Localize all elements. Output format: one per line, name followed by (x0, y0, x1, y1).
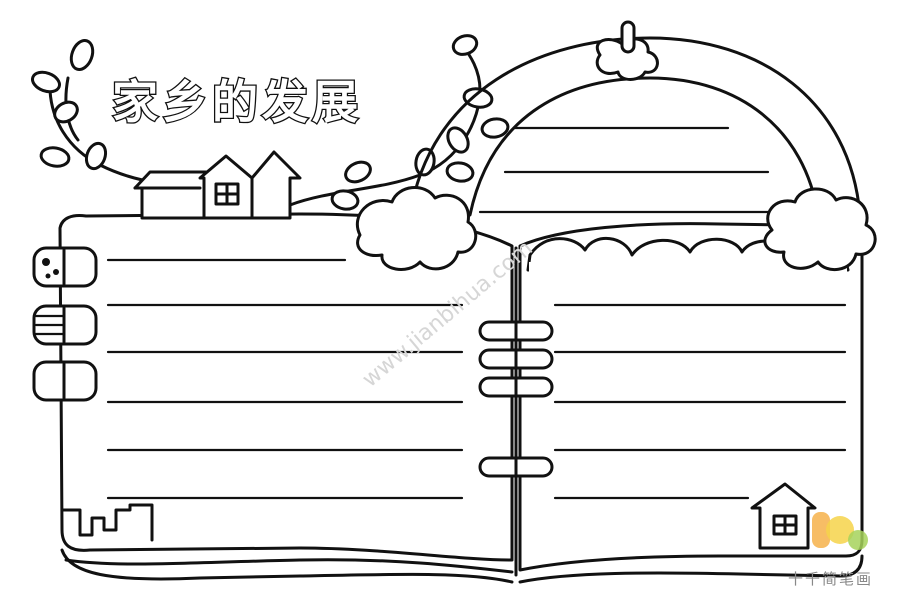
house-top-icon (133, 150, 302, 220)
skyline-icon (60, 503, 154, 542)
left-page (58, 212, 514, 584)
cloud-right-icon (763, 187, 877, 271)
cloud-left-icon (355, 185, 478, 271)
cloud-edge-mask (529, 262, 847, 274)
binder-rings (478, 246, 554, 577)
right-writing-lines (553, 303, 847, 500)
flower-icon (595, 20, 659, 81)
left-writing-lines (106, 258, 464, 500)
tab-cheese-icon (32, 246, 98, 288)
vine-middle (288, 34, 510, 211)
tab-striped-icon (32, 304, 98, 346)
small-house-icon (750, 482, 817, 550)
site-logo: 十千简笔画 (788, 512, 873, 588)
tab-plain-icon (32, 360, 98, 402)
rainbow-arch (408, 36, 862, 217)
logo-text: 十千简笔画 (788, 570, 873, 588)
page-title: 家乡的发展 (112, 75, 362, 129)
